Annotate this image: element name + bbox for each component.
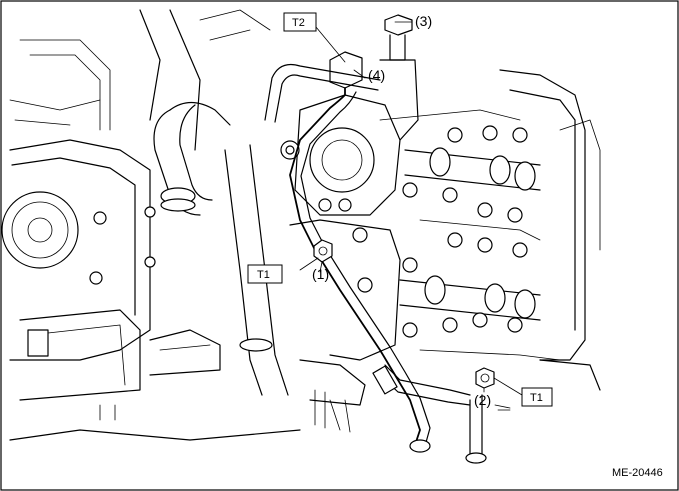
union-bolt-1 bbox=[313, 239, 333, 263]
vertical-hoses bbox=[224, 63, 381, 396]
callout-1: (1) bbox=[312, 266, 329, 282]
callout-2: (2) bbox=[474, 392, 491, 408]
leader-lines bbox=[299, 21, 523, 396]
union-bolt-2 bbox=[475, 367, 511, 411]
callout-3: (3) bbox=[415, 13, 432, 29]
torque-label-t2: T2 bbox=[283, 12, 317, 32]
torque-label-t1-right: T1 bbox=[521, 387, 553, 407]
reference-code: ME-20446 bbox=[612, 467, 663, 479]
bolt-3 bbox=[379, 14, 419, 141]
callout-4: (4) bbox=[368, 67, 385, 83]
torque-label-t1-left-text: T1 bbox=[257, 269, 270, 281]
torque-label-t1-right-text: T1 bbox=[530, 392, 543, 404]
coolant-hose bbox=[153, 101, 231, 216]
torque-label-t1-left: T1 bbox=[247, 264, 283, 284]
engine-block-left bbox=[1, 9, 271, 361]
fuel-delivery-pipe bbox=[289, 87, 487, 464]
fuel-pump bbox=[280, 51, 401, 216]
lower-mount bbox=[9, 309, 301, 441]
lower-hardware bbox=[299, 359, 601, 433]
torque-label-t2-text: T2 bbox=[292, 17, 305, 29]
cylinder-head bbox=[289, 69, 601, 361]
camshafts bbox=[399, 147, 541, 321]
